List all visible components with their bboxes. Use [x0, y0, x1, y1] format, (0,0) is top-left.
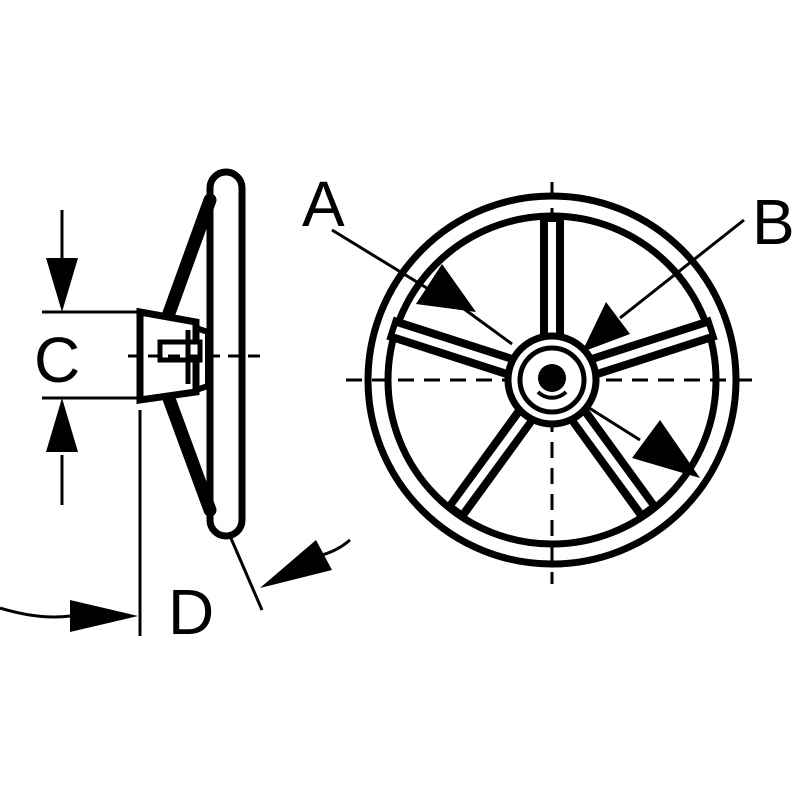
dimension-c-arrow-bottom	[46, 398, 78, 452]
spoke-left	[386, 316, 518, 380]
label-b: B	[752, 186, 795, 258]
label-a: A	[302, 168, 345, 240]
leader-a	[331, 228, 700, 478]
leader-b-arrow	[582, 302, 630, 352]
front-view-hub	[504, 332, 600, 428]
spoke-bottom-left	[444, 404, 538, 522]
front-view-spokes	[386, 218, 718, 522]
side-view	[128, 168, 262, 540]
leader-a-arrow	[416, 264, 476, 312]
side-view-rim	[206, 168, 246, 540]
label-c: C	[34, 324, 80, 396]
leader-a-arrow-end	[632, 420, 700, 478]
leader-b	[582, 218, 745, 352]
side-view-spokes	[161, 193, 217, 517]
dimension-c	[42, 210, 140, 505]
front-view-rim-outer	[364, 192, 740, 568]
spoke-right	[586, 316, 718, 380]
front-view	[346, 182, 754, 584]
front-view-rim-inner	[384, 212, 720, 548]
dimension-c-arrow-top	[46, 258, 78, 312]
dimension-d	[0, 410, 351, 636]
dimension-d-arrow-left	[70, 600, 138, 632]
spoke-bottom-right	[566, 404, 660, 522]
dimension-d-arrow-right	[260, 540, 332, 588]
label-d: D	[168, 576, 214, 648]
